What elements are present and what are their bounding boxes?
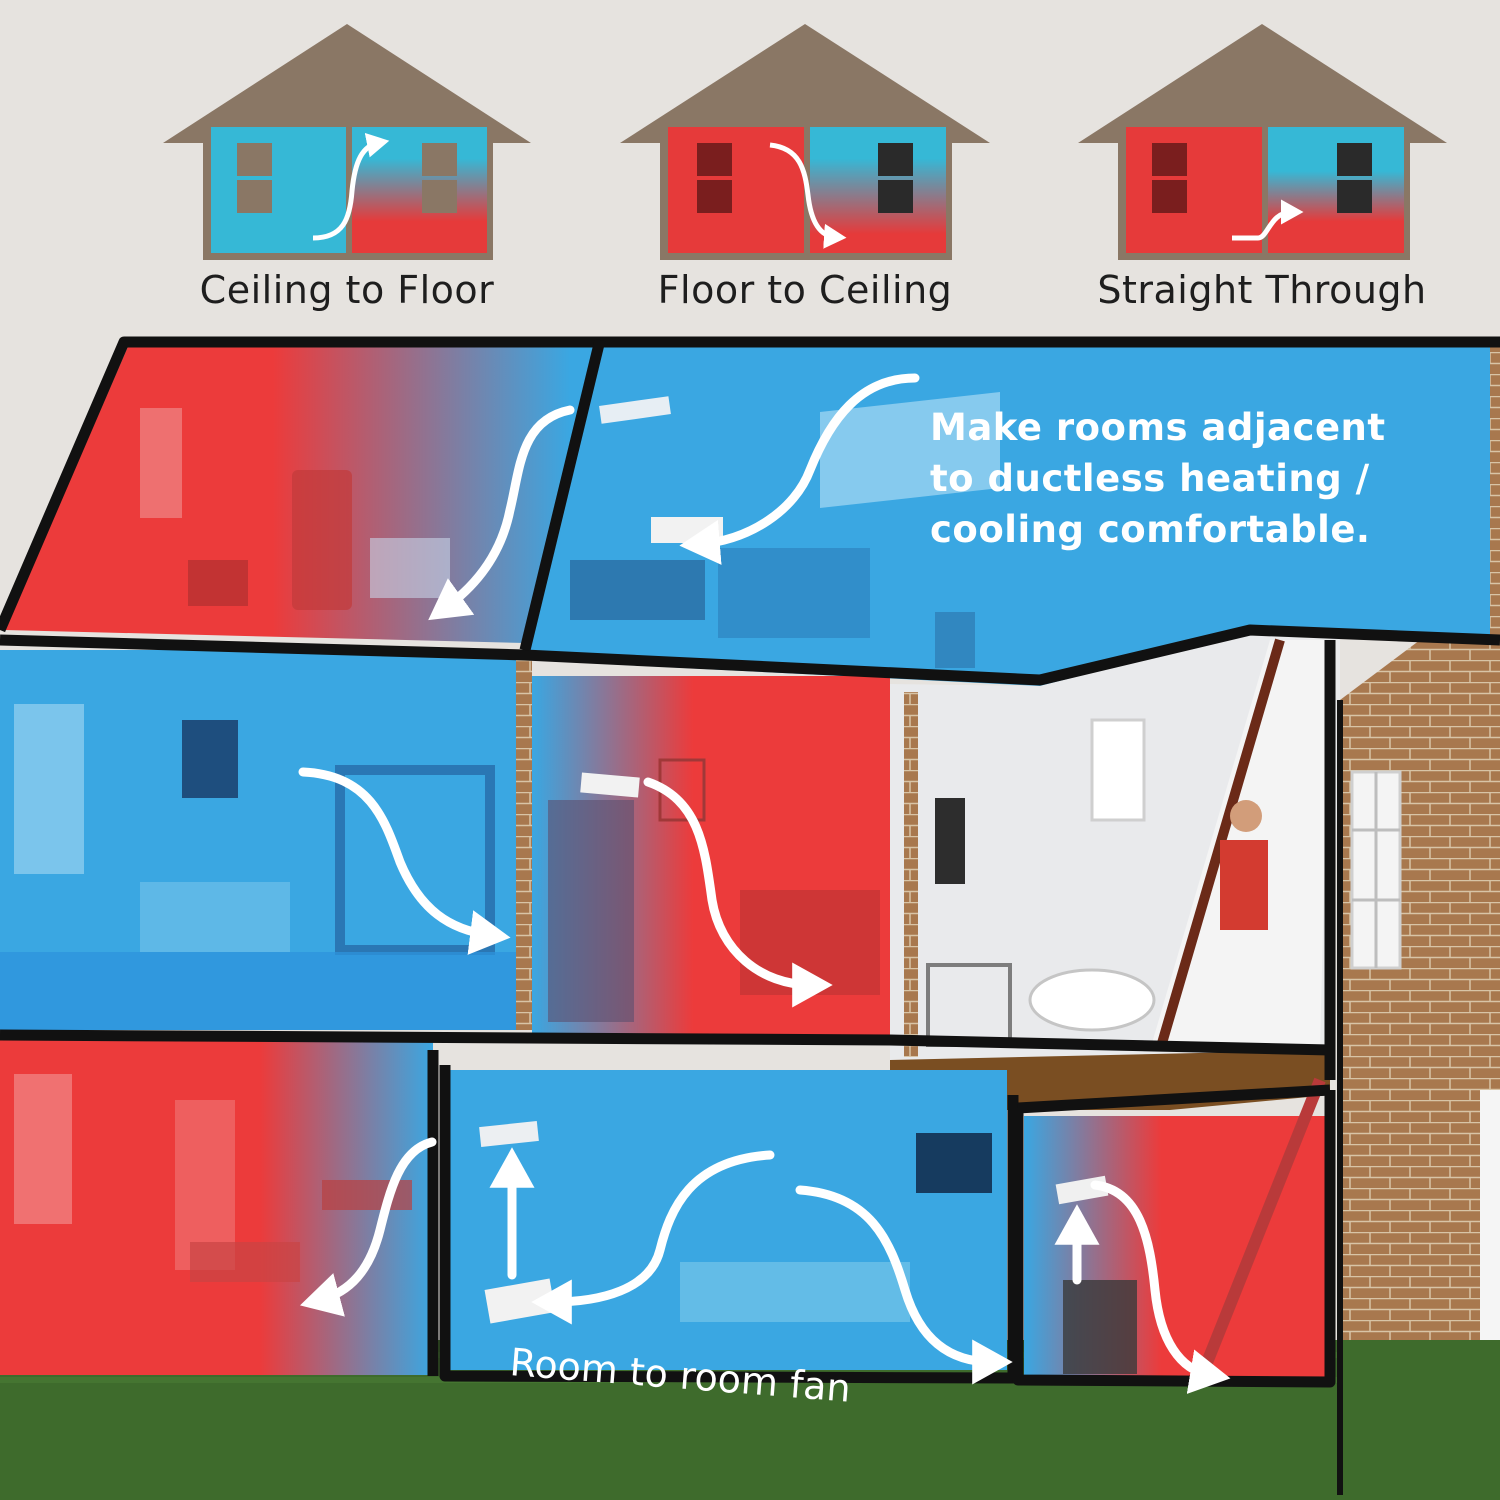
air-flow-arrow-icon xyxy=(795,1185,1013,1385)
house-outline xyxy=(0,336,1500,1388)
hallway-room xyxy=(1024,1077,1329,1383)
house-icon xyxy=(620,24,990,143)
house-icon xyxy=(1078,24,1447,143)
bedroom-red xyxy=(532,676,890,1036)
air-flow-arrow-icon xyxy=(312,132,390,241)
icon-ceiling-to-floor xyxy=(163,24,531,260)
air-flow-arrow-icon xyxy=(531,1150,775,1325)
air-flow-arrow-icon xyxy=(300,1137,437,1317)
straight-through-label: Straight Through xyxy=(1097,268,1427,312)
person-on-stairs xyxy=(1220,840,1268,930)
attic-storage-room xyxy=(5,342,600,643)
floor-to-ceiling-label: Floor to Ceiling xyxy=(657,268,953,312)
brick-partition xyxy=(516,660,532,1030)
vent-grille-icon xyxy=(479,1121,539,1147)
air-flow-arrow-icon xyxy=(298,767,511,955)
icon-floor-to-ceiling xyxy=(620,24,990,260)
ceiling-to-floor-label: Ceiling to Floor xyxy=(199,268,495,312)
icon-straight-through xyxy=(1078,24,1447,260)
house-icon xyxy=(163,24,531,143)
air-flow-arrow-icon xyxy=(428,405,575,621)
vent-grille-icon xyxy=(580,772,640,798)
air-flow-arrow-icon xyxy=(1090,1180,1231,1394)
air-flow-arrow-icon xyxy=(769,142,847,249)
bedroom-blue xyxy=(0,650,518,1030)
air-flow-arrow-icon xyxy=(1232,199,1304,241)
vent-grille-icon xyxy=(599,396,671,424)
callout-text: Make rooms adjacent to ductless heating … xyxy=(930,406,1386,551)
exterior-door xyxy=(1480,1090,1500,1420)
attic-office-room xyxy=(525,342,1490,686)
air-flow-arrow-icon xyxy=(679,373,920,565)
kitchen-room xyxy=(0,1040,433,1375)
air-flow-arrow-icon xyxy=(643,777,833,1008)
